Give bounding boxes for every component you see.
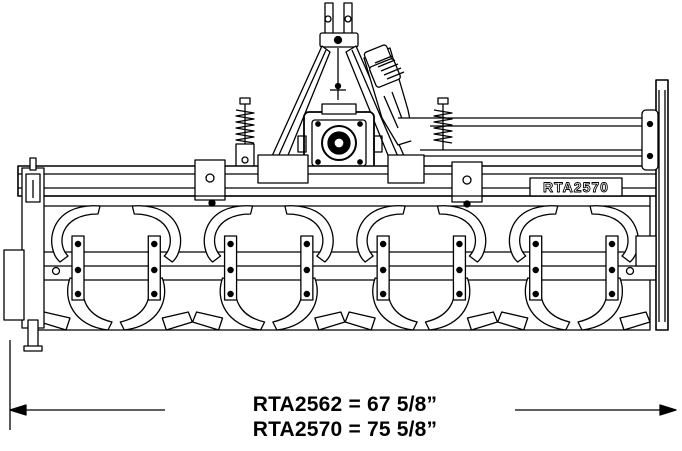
depth-spring-right [433,97,453,150]
model-badge-label: RTA2570 [543,179,609,195]
tine-set [119,205,193,331]
model-badge: RTA2570 [529,177,623,197]
tine-set [272,205,346,331]
dimension-label-rta2562: RTA2562 = 67 5/8” [252,393,438,416]
top-hitch-mast [319,2,359,48]
gearbox [297,103,383,175]
tine-set [577,205,651,331]
tine-set [39,205,113,331]
rotor-shield [30,195,657,331]
tine-assemblies [39,205,651,331]
left-side-plate [3,157,45,352]
tine-set [424,205,499,331]
tine-set [497,205,571,331]
right-drive-housing [635,79,669,331]
dimension-label-rta2570: RTA2570 = 75 5/8” [252,418,438,441]
top-rear-housing [398,117,659,157]
depth-spring-left [235,97,255,175]
width-dimension-line [9,340,677,430]
tine-set [191,205,266,331]
tine-set [344,205,418,331]
